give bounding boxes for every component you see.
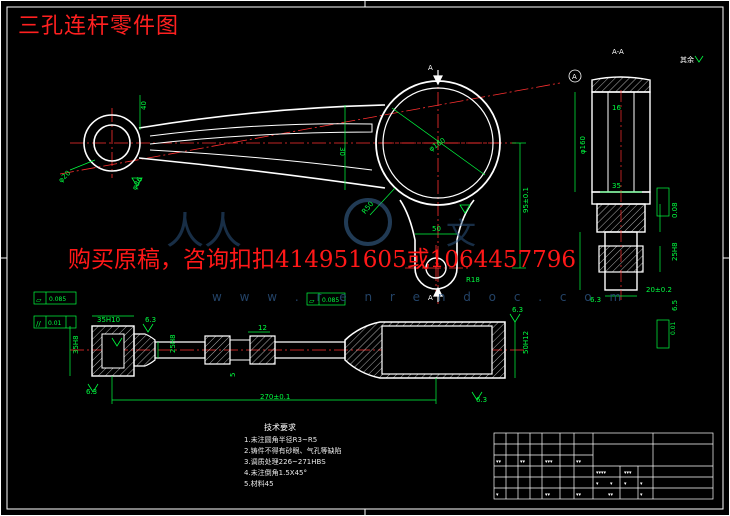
svg-text:▾▾: ▾▾ xyxy=(608,492,614,498)
note-line-1: 1.未注圆角半径R3~R5 xyxy=(244,436,318,444)
dim-25h8-b: 25H8 xyxy=(169,334,177,353)
purchase-banner: 购买原稿，咨询扣扣414951605或1064457796 xyxy=(68,247,577,273)
svg-text:▾: ▾ xyxy=(496,492,499,498)
roughness-other: 其余 xyxy=(680,55,694,64)
svg-text:▾▾: ▾▾ xyxy=(496,459,502,465)
technical-notes: 技术要求 1.未注圆角半径R3~R5 2.铸件不得有砂眼、气孔等缺陷 3.调质处… xyxy=(244,422,342,490)
dim-270: 270±0.1 xyxy=(260,393,290,401)
dim-phi160: φ160 xyxy=(428,136,447,153)
dim-65: 6.5 xyxy=(671,300,679,311)
dim-20: 20±0.2 xyxy=(646,286,672,294)
dim-5: 5 xyxy=(229,373,237,377)
svg-text:▾: ▾ xyxy=(640,492,643,498)
tol-parallel-left: 0.01 xyxy=(48,320,62,327)
dim-35: 35 xyxy=(612,182,621,190)
dim-phi20: φ20 xyxy=(57,169,72,184)
flatness-icon: ▱ xyxy=(36,296,42,304)
dim-63-d: 6.3 xyxy=(512,306,523,314)
tol-flat-left: 0.085 xyxy=(49,296,66,303)
dim-35h8: 35H8 xyxy=(72,335,80,354)
dim-40: 40 xyxy=(140,101,148,110)
tol-flat-side: 0.01 xyxy=(670,321,677,335)
title-block-marks: ▾▾▾▾▾▾▾ ▾▾▾▾▾▾▾▾▾ ▾▾▾▾ ▾▾▾▾▾ ▾▾▾ xyxy=(496,459,643,498)
note-line-4: 4.未注倒角1.5X45° xyxy=(244,469,308,477)
dim-50h12: 50H12 xyxy=(522,331,530,354)
svg-text:▾▾▾: ▾▾▾ xyxy=(545,459,553,465)
dim-160-side: φ160 xyxy=(579,136,587,154)
title-block xyxy=(493,432,714,500)
flatness-icon-mid: ▱ xyxy=(309,297,315,305)
svg-text:▾: ▾ xyxy=(610,481,613,487)
svg-text:文: 文 xyxy=(446,217,476,252)
dim-95: 95±0.1 xyxy=(522,187,530,213)
dim-63-side: 6.3 xyxy=(590,296,601,304)
dim-35h10: 35H10 xyxy=(97,316,120,324)
section-a-a: A-A 其余 A φ160 16 35 0.0 xyxy=(568,48,704,349)
tol-flat-mid: 0.085 xyxy=(322,297,339,304)
dim-16: 16 xyxy=(612,104,621,112)
watermark-url: w w w . r e n r e n d o c . c o m xyxy=(212,290,629,304)
svg-text:▾: ▾ xyxy=(596,481,599,487)
parallel-icon: // xyxy=(36,320,41,328)
dim-25h8: 25H8 xyxy=(671,242,679,261)
svg-text:▾▾▾: ▾▾▾ xyxy=(624,470,632,476)
note-line-5: 5.材料45 xyxy=(244,480,274,488)
svg-text:▾▾: ▾▾ xyxy=(576,492,582,498)
dim-30: 30 xyxy=(338,147,346,156)
dim-63-c: 6.3 xyxy=(476,396,487,404)
dim-50: 50 xyxy=(432,225,441,233)
section-marker-top: A xyxy=(428,64,433,72)
notes-title: 技术要求 xyxy=(264,423,296,432)
svg-text:▾▾: ▾▾ xyxy=(576,459,582,465)
note-line-2: 2.铸件不得有砂眼、气孔等缺陷 xyxy=(244,447,342,455)
dim-63-b: 6.3 xyxy=(86,388,97,396)
svg-text:▾: ▾ xyxy=(624,481,627,487)
svg-text:人人: 人人 xyxy=(166,209,242,253)
detail-marker: A xyxy=(572,73,577,81)
dim-r18: R18 xyxy=(466,276,480,284)
drawing-title: 三孔连杆零件图 xyxy=(18,14,180,39)
watermark-logo: 人人 文 xyxy=(166,198,476,253)
dim-008: 0.08 xyxy=(671,202,679,218)
section-label: A-A xyxy=(612,48,624,56)
bottom-view: 270±0.1 35H10 35H8 25H8 12 50H12 5 6.3 6… xyxy=(33,291,530,404)
section-marker-bottom: A xyxy=(428,294,433,302)
note-line-3: 3.调质处理226~271HBS xyxy=(244,458,326,466)
dim-63-a: 6.3 xyxy=(145,316,156,324)
svg-text:▾▾: ▾▾ xyxy=(520,459,526,465)
svg-text:▾: ▾ xyxy=(640,481,643,487)
svg-text:▾▾: ▾▾ xyxy=(545,492,551,498)
svg-text:▾▾▾▾: ▾▾▾▾ xyxy=(596,470,607,476)
dim-12: 12 xyxy=(258,324,267,332)
